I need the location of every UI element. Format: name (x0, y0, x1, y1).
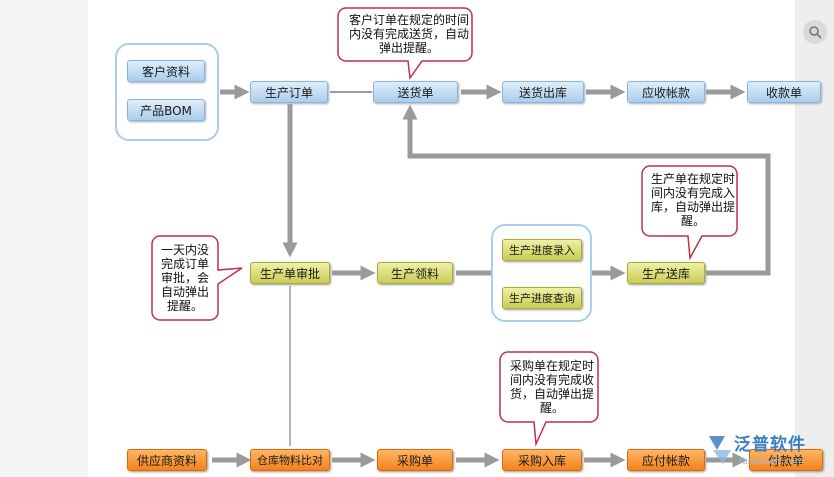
callout-bubble-purchase (499, 351, 599, 447)
delivery-note-node[interactable]: 送货单 (373, 81, 458, 103)
payment-node[interactable]: 付款单 (749, 449, 823, 471)
progress-query-node[interactable]: 生产进度查询 (502, 287, 582, 309)
purchase-order-node[interactable]: 采购单 (377, 449, 453, 471)
callout-bubble-approval (151, 235, 243, 321)
zoom-button[interactable] (803, 20, 827, 44)
customer-info-node[interactable]: 客户资料 (127, 60, 205, 82)
product-bom-node[interactable]: 产品BOM (127, 99, 205, 121)
supplier-info-node[interactable]: 供应商资料 (127, 449, 207, 471)
right-margin (795, 0, 834, 477)
arrow-feedback-to-delivery (402, 104, 771, 276)
customer-group (115, 43, 219, 141)
callout-bubble-production (641, 165, 738, 261)
callout-bubble-order (337, 7, 473, 81)
production-delivery-node[interactable]: 生产送库 (627, 262, 705, 284)
receipt-node[interactable]: 收款单 (747, 81, 821, 103)
production-picking-node[interactable]: 生产领料 (377, 262, 453, 284)
purchase-in-node[interactable]: 采购入库 (502, 449, 582, 471)
receivables-node[interactable]: 应收帐款 (627, 81, 705, 103)
progress-entry-node[interactable]: 生产进度录入 (502, 239, 582, 261)
callout-production: 生产单在规定时间内没有完成入库，自动弹出提醒。 (650, 172, 735, 228)
production-approval-node[interactable]: 生产单审批 (250, 262, 330, 284)
inventory-compare-node[interactable]: 仓库物料比对 (250, 449, 330, 471)
left-margin (0, 0, 88, 477)
delivery-out-node[interactable]: 送货出库 (502, 81, 584, 103)
callout-purchase: 采购单在规定时间内没有完成收货，自动弹出提醒。 (509, 359, 594, 415)
callout-approval: 一天内没完成订单审批，会自动弹出提醒。 (160, 243, 209, 313)
zoom-icon (809, 26, 822, 39)
brand-logo: fanpusoft.com (709, 436, 804, 467)
brand-url: fanpusoft.com (739, 457, 804, 467)
callout-order-delivery: 客户订单在规定的时间内没有完成送货，自动弹出提醒。 (348, 13, 469, 55)
production-order-node[interactable]: 生产订单 (250, 81, 328, 103)
brand-name: 泛普软件 (734, 435, 806, 455)
payables-node[interactable]: 应付帐款 (627, 449, 705, 471)
